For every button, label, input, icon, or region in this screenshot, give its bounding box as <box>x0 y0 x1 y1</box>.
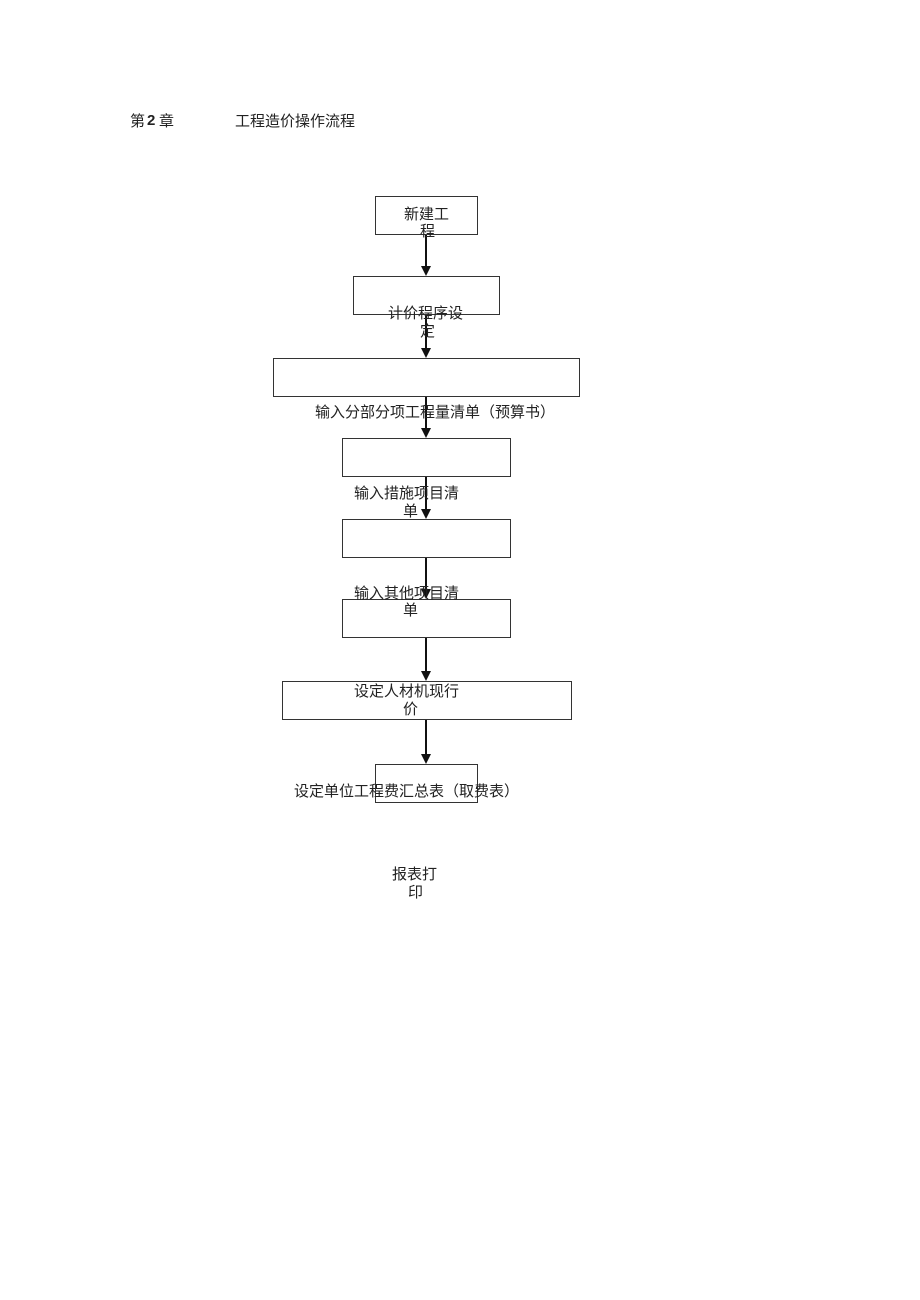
step-4-label-line2: 单 <box>403 502 419 520</box>
flow-box-4 <box>342 438 511 477</box>
chapter-suffix: 章 <box>159 112 175 130</box>
step-6-label-line2: 价 <box>403 700 419 718</box>
step-1-label-line2: 程 <box>420 222 436 240</box>
flow-box-3 <box>273 358 580 397</box>
step-2-label-line2: 定 <box>420 322 436 340</box>
flow-box-1 <box>375 196 478 235</box>
step-5-label-line1: 输入其他项目清 <box>354 584 460 602</box>
step-8-label-line1: 报表打 <box>392 865 438 883</box>
step-2-label-line1: 计价程序设 <box>388 304 464 322</box>
flow-box-7 <box>282 681 572 720</box>
step-1-label-line1: 新建工 <box>404 205 450 223</box>
step-5-label-line2: 单 <box>403 601 419 619</box>
flow-box-5 <box>342 519 511 558</box>
chapter-number: 2 <box>147 112 156 129</box>
flow-box-2 <box>353 276 500 315</box>
step-4-label-line1: 输入措施项目清 <box>354 484 460 502</box>
step-3-label: 输入分部分项工程量清单（预算书） <box>315 403 556 421</box>
flow-box-6 <box>342 599 511 638</box>
chapter-prefix: 第 <box>130 112 146 130</box>
step-7-label: 设定单位工程费汇总表（取费表） <box>294 782 520 800</box>
step-6-label-line1: 设定人材机现行 <box>354 682 460 700</box>
flow-box-8 <box>375 764 478 803</box>
chapter-title: 工程造价操作流程 <box>235 112 356 130</box>
step-8-label-line2: 印 <box>408 883 424 901</box>
